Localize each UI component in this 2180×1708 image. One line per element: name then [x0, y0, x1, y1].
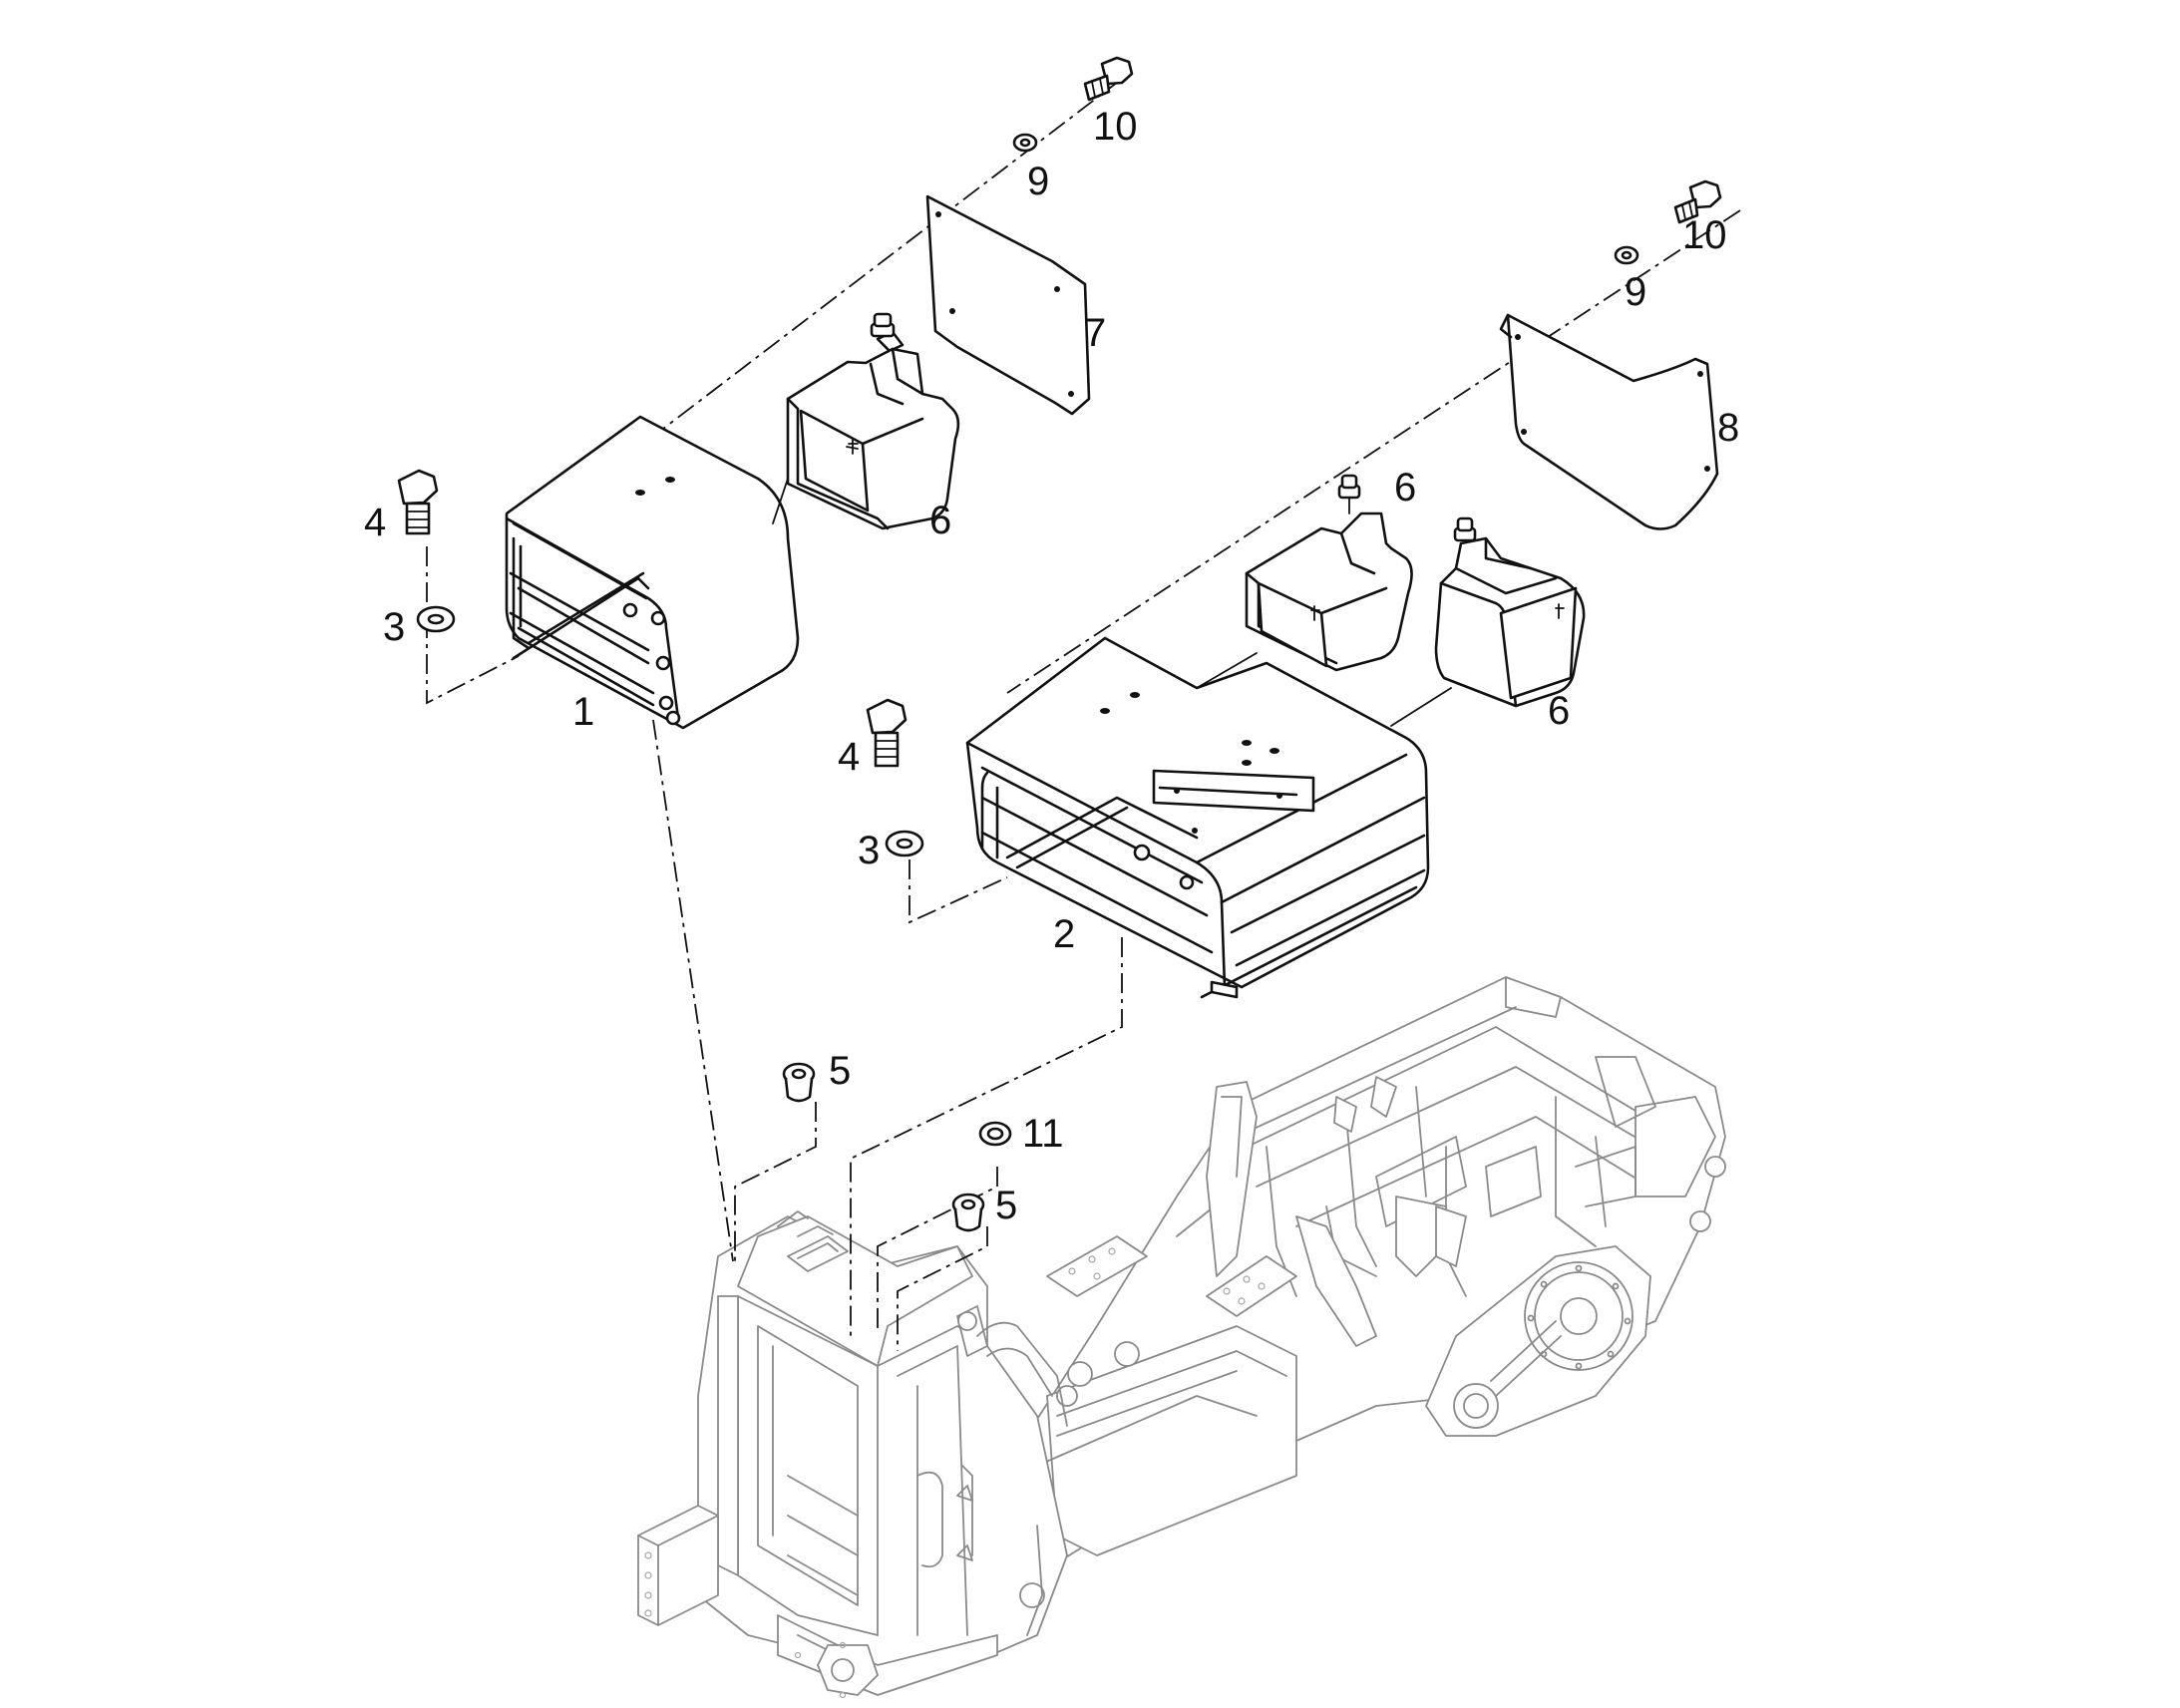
part-7-cover-plate	[925, 194, 1091, 416]
part-6-lamp-upper	[786, 312, 960, 530]
lamp-leader-2	[1196, 652, 1258, 689]
callout-1: 1	[572, 690, 594, 734]
part-10-bolt-lower	[1673, 179, 1722, 224]
callout-6-upper: 6	[929, 499, 951, 542]
callout-5-lower: 5	[995, 1184, 1017, 1227]
callout-9-lower: 9	[1625, 270, 1646, 314]
callout-4-right: 4	[838, 735, 860, 779]
assembly-lines	[426, 78, 1741, 1351]
part-4-bolt-right	[866, 698, 908, 768]
callout-2: 2	[1053, 912, 1075, 956]
part-6-lamp-lower	[1434, 516, 1586, 708]
part-10-bolt-upper	[1083, 56, 1134, 102]
lamp-leader-3	[1390, 687, 1452, 727]
callout-9-upper: 9	[1027, 160, 1049, 203]
callout-10-lower: 10	[1682, 213, 1727, 257]
part-9-washer-upper	[1012, 133, 1038, 153]
part-1-small-weight	[505, 415, 800, 730]
part-11-ring	[978, 1121, 1012, 1147]
part-5-bushing-upper	[782, 1062, 816, 1103]
callout-3-left: 3	[383, 605, 405, 649]
part-4-bolt-left	[397, 469, 439, 535]
callout-11: 11	[1022, 1112, 1064, 1156]
part-3-washer-left	[416, 605, 456, 633]
part-3-washer-right	[885, 830, 924, 857]
callout-labels: 1 2 3 3 4 4 5 5 6 6 6 7 8 9 9 10 10 11	[364, 105, 1739, 1227]
lamp-leader-1	[772, 478, 789, 524]
callout-3-right: 3	[858, 829, 880, 872]
tractor-front-frame	[637, 976, 1726, 1699]
callout-6-lower: 6	[1548, 689, 1570, 733]
callout-5-upper: 5	[829, 1049, 851, 1093]
part-6-lamp-middle	[1245, 474, 1413, 672]
part-5-bushing-lower	[951, 1193, 985, 1232]
part-2-large-weight	[965, 636, 1430, 999]
callout-6-middle: 6	[1394, 466, 1416, 510]
callout-7: 7	[1084, 311, 1106, 355]
part-9-washer-lower	[1614, 245, 1639, 265]
part-8-curved-plate	[1499, 313, 1719, 530]
callout-10-upper: 10	[1093, 105, 1138, 149]
callout-4-left: 4	[364, 501, 386, 544]
callout-8: 8	[1717, 406, 1739, 450]
